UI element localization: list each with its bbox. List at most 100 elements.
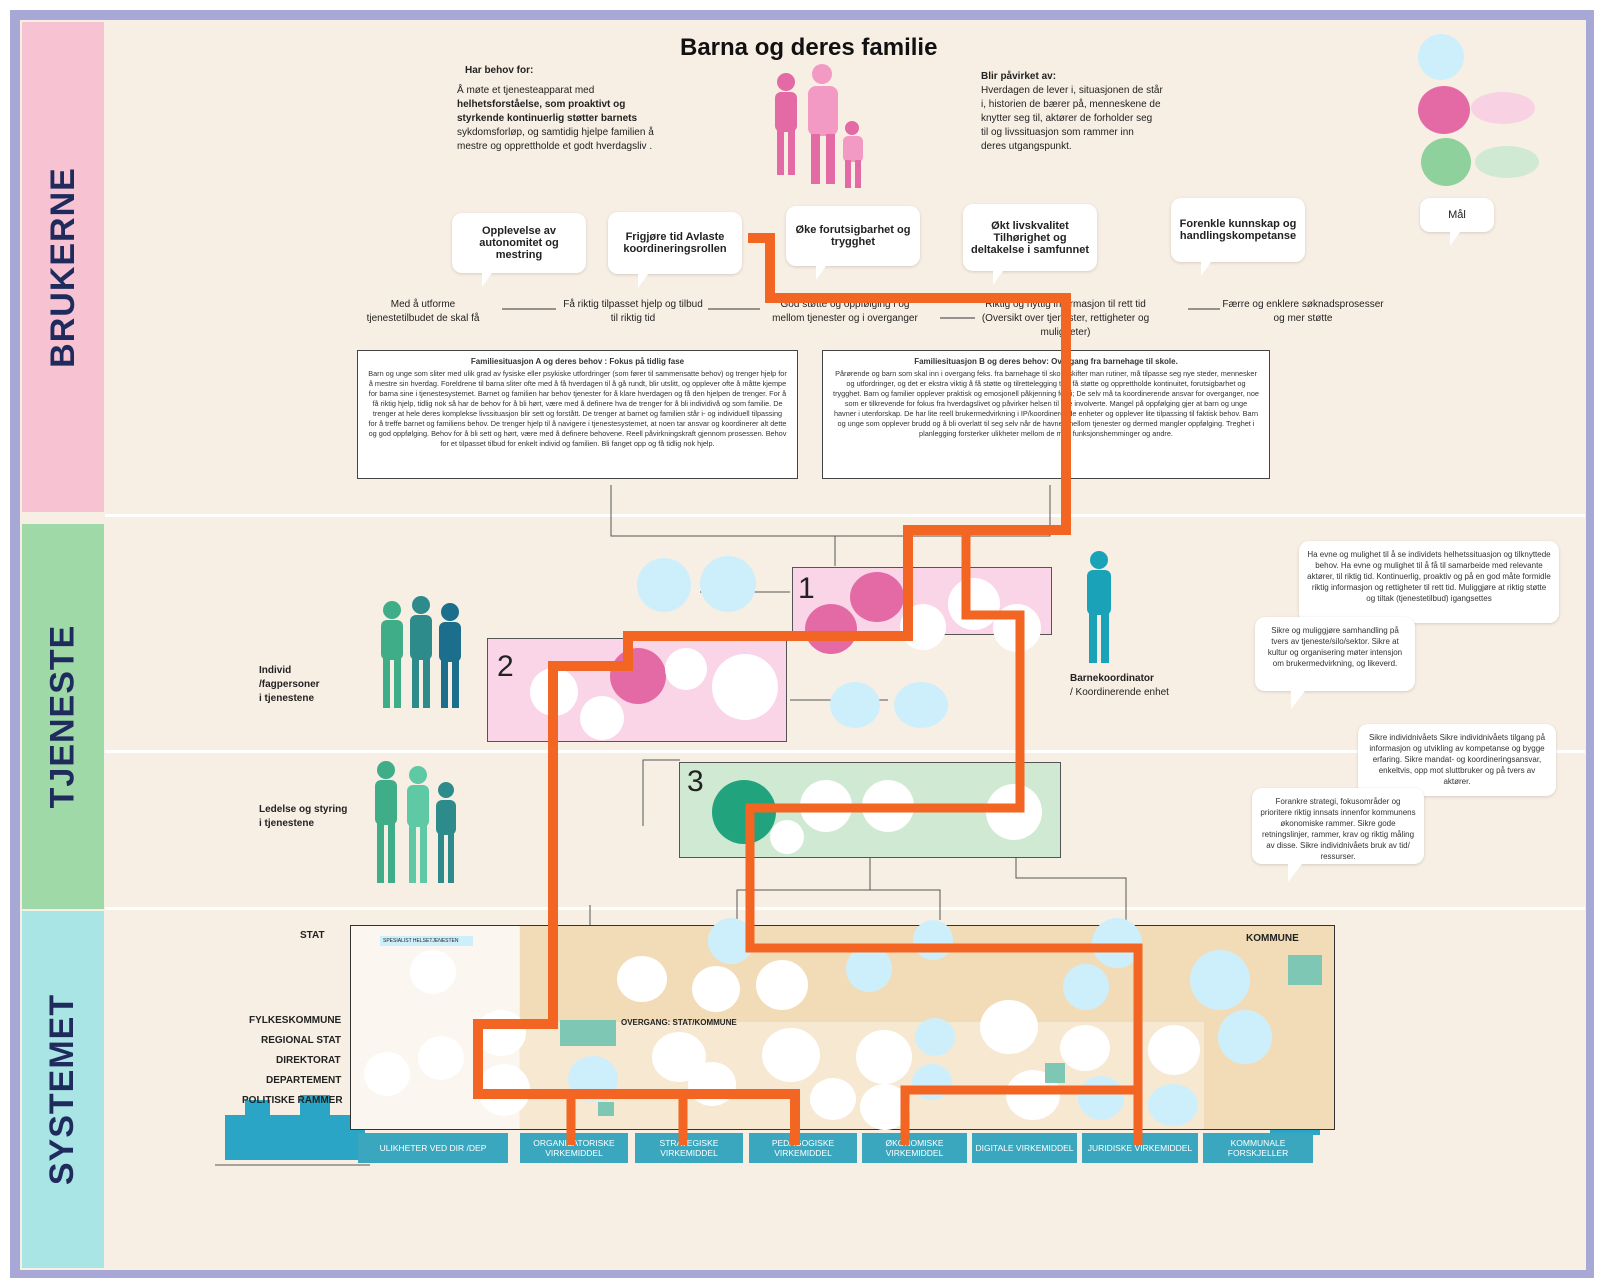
tjeneste-dot xyxy=(948,578,1000,630)
zone-2-number: 2 xyxy=(497,650,514,683)
system-dot xyxy=(1190,950,1250,1010)
tjeneste-dot xyxy=(637,558,691,612)
bottom-bar-kommunale: KOMMUNALE FORSKJELLER xyxy=(1203,1133,1313,1163)
barnekoordinator-label-2: / Koordinerende enhet xyxy=(1070,687,1169,698)
journey-step-3: God støtte og oppfølging i og mellom tje… xyxy=(772,299,918,324)
ledelse-label-2: i tjenestene xyxy=(259,818,315,829)
band-tjeneste: TJENESTE xyxy=(22,524,104,909)
individ-illustration xyxy=(381,596,461,708)
individ-label: Individ /fagpersoner i tjenestene xyxy=(259,664,320,706)
journey-path-line xyxy=(473,233,1071,1145)
system-dot xyxy=(1148,1025,1200,1075)
affected-line-1: Hverdagen de lever i, situasjonen de stå… xyxy=(981,85,1163,96)
family-a-body: Barn og unge som sliter med ulik grad av… xyxy=(368,369,787,448)
zone-1-number: 1 xyxy=(798,572,815,605)
level-stat: STAT xyxy=(300,930,325,941)
bottom-bar-digitale: DIGITALE VIRKEMIDDEL xyxy=(972,1133,1077,1163)
legend-mal-bubble: Mål xyxy=(1420,198,1494,246)
system-dot xyxy=(915,1018,955,1056)
bottom-bar-ulikheter: ULIKHETER VED DIR /DEP xyxy=(358,1133,508,1163)
affected-heading: Blir påvirket av: xyxy=(981,71,1057,82)
system-dot xyxy=(1148,1084,1198,1126)
affected-line-5: deres utgangspunkt. xyxy=(981,141,1072,152)
goal-bubble-4: Økt livskvalitet Tilhørighet og deltakel… xyxy=(963,204,1097,285)
right-bubble-2: Sikre og muliggjøre samhandling på tvers… xyxy=(1255,617,1415,709)
spesialist-label: SPESIALIST HELSETJENESTEN xyxy=(380,936,473,946)
journey-step-5: Færre og enklere søknadsprosesser og mer… xyxy=(1222,299,1384,324)
legend-dot-green xyxy=(1421,138,1471,186)
ledelse-label-1: Ledelse og styring xyxy=(259,804,348,815)
barnekoordinator-label-1: Barnekoordinator xyxy=(1070,673,1154,684)
legend-bubble-pink xyxy=(1471,92,1535,124)
tjeneste-dot xyxy=(700,556,756,612)
bottom-bar-okonomiske: ØKONOMISKE VIRKEMIDDEL xyxy=(862,1133,967,1163)
affected-line-2: i, historien de bærer på, menneskene de xyxy=(981,99,1161,110)
family-illustration xyxy=(775,64,863,188)
tjeneste-dot xyxy=(770,820,804,854)
goal-bubble-3: Øke forutsigbarhet og trygghet xyxy=(786,206,920,280)
journey-step-2: Få riktig tilpasset hjelp og tilbud til … xyxy=(563,299,703,324)
legend-dot-blue xyxy=(1418,34,1464,80)
stat-building-illustration xyxy=(215,1095,370,1166)
level-fylkeskommune: FYLKESKOMMUNE xyxy=(249,1015,342,1026)
band-brukerne: BRUKERNE xyxy=(22,22,104,512)
level-regional-stat: REGIONAL STAT xyxy=(261,1035,341,1046)
journey-path-line-2 xyxy=(745,530,1143,1145)
level-departement: DEPARTEMENT xyxy=(266,1075,342,1086)
system-dot xyxy=(846,946,892,992)
needs-line-3: styrkende kontinuerlig støtter barnets xyxy=(457,113,638,124)
legend-dot-pink xyxy=(1418,86,1470,134)
system-dot xyxy=(810,1078,856,1120)
band-systemet: SYSTEMET xyxy=(22,911,104,1268)
zone-3-number: 3 xyxy=(687,765,704,798)
system-dot xyxy=(692,966,740,1012)
system-dot xyxy=(410,950,456,994)
page-title: Barna og deres familie xyxy=(680,34,938,61)
family-situation-a: Familiesituasjon A og deres behov : Foku… xyxy=(357,350,798,479)
system-dot xyxy=(1063,964,1109,1010)
system-dot xyxy=(756,960,808,1010)
level-politiske-rammer: POLITISKE RAMMER xyxy=(242,1095,343,1106)
level-direktorat: DIREKTORAT xyxy=(276,1055,341,1066)
tjeneste-dot xyxy=(712,654,778,720)
system-dot xyxy=(418,1036,464,1080)
bottom-bar-strategiske: STRATEGISKE VIRKEMIDDEL xyxy=(635,1133,743,1163)
system-dot xyxy=(762,1028,820,1082)
overgang-label: OVERGANG: STAT/KOMMUNE xyxy=(621,1018,737,1027)
journey-step-1: Med å utforme tjenestetilbudet de skal f… xyxy=(366,299,480,324)
needs-line-1: Å møte et tjenesteapparat med xyxy=(457,85,595,96)
system-dot xyxy=(856,1030,912,1084)
system-dot xyxy=(476,1010,526,1056)
legend-bubble-green xyxy=(1475,146,1539,178)
goal-bubble-1: Opplevelse av autonomitet og mestring xyxy=(452,213,586,287)
system-dot xyxy=(913,920,953,960)
needs-text: Å møte et tjenesteapparat med helhetsfor… xyxy=(457,84,702,154)
family-situation-b: Familiesituasjon B og deres behov: Overg… xyxy=(822,350,1270,479)
tjeneste-dot xyxy=(580,696,624,740)
goal-bubble-5: Forenkle kunnskap og handlingskompetanse xyxy=(1171,198,1305,276)
sticky-note xyxy=(598,1102,614,1116)
system-dot xyxy=(617,956,667,1002)
divider-1 xyxy=(105,514,1585,517)
barnekoordinator-illustration xyxy=(1087,551,1111,663)
divider-2 xyxy=(105,750,1585,753)
needs-line-5: mestre og opprettholde et godt hverdagsl… xyxy=(457,141,653,152)
individ-label-1: Individ xyxy=(259,665,292,676)
right-bubble-3: Sikre individnivåets Sikre individnivået… xyxy=(1358,724,1556,814)
sticky-note xyxy=(560,1020,616,1046)
needs-line-2: helhetsforståelse, som proaktivt og xyxy=(457,99,626,110)
affected-line-3: knytter seg til, aktører de forholder se… xyxy=(981,113,1153,124)
tjeneste-dot xyxy=(830,682,880,728)
ledelse-illustration xyxy=(375,761,456,883)
sticky-note xyxy=(1045,1063,1065,1083)
affected-line-4: til og livssituasjon som rammer inn xyxy=(981,127,1134,138)
tjeneste-dot xyxy=(894,682,948,728)
individ-label-3: i tjenestene xyxy=(259,693,315,704)
system-dot xyxy=(364,1052,410,1096)
tjeneste-dot xyxy=(850,572,904,622)
kommune-label: KOMMUNE xyxy=(1246,933,1299,944)
system-dot xyxy=(1218,1010,1272,1064)
